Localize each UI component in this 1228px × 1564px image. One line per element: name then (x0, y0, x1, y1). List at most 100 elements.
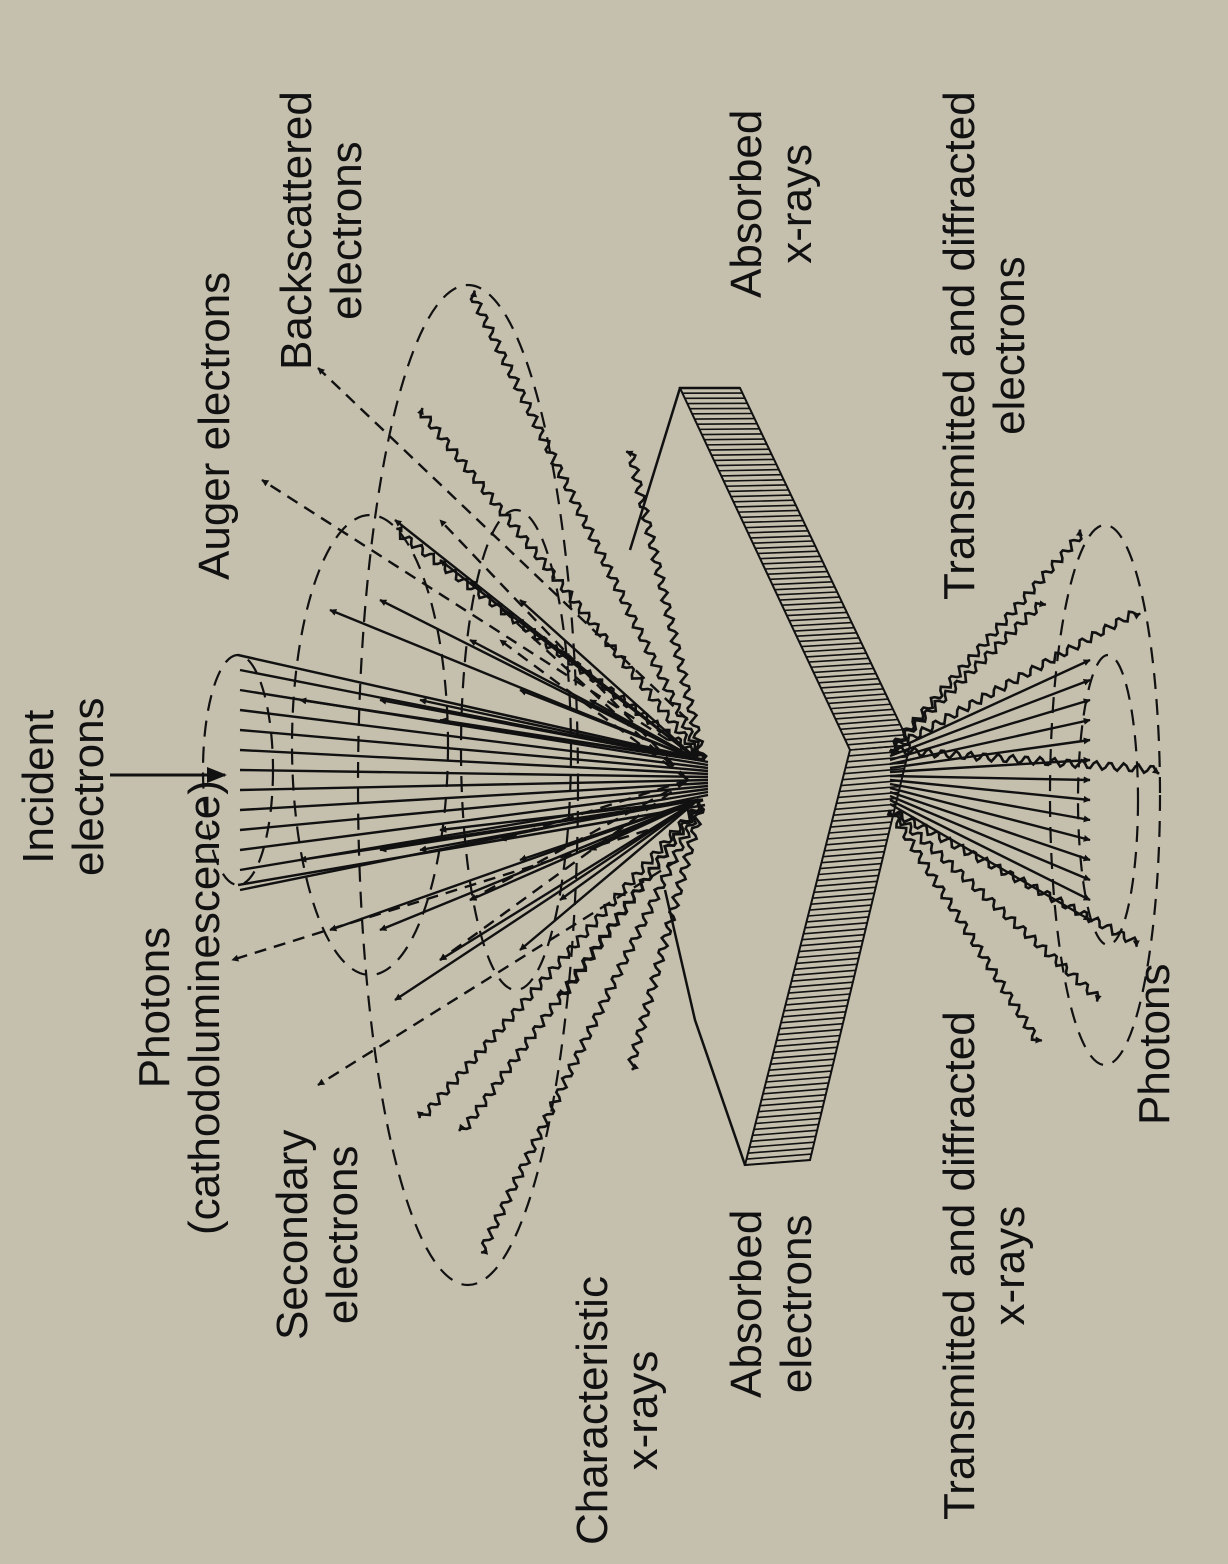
specimen-hatch (794, 628, 854, 631)
specimen-hatch (746, 526, 806, 528)
specimen-hatch (816, 674, 876, 678)
specimen-hatch (802, 935, 864, 940)
specimen-hatch (831, 822, 892, 827)
specimen-hatch (767, 572, 827, 575)
specimen-hatch (829, 828, 890, 833)
specimen-hatch (772, 582, 832, 585)
transmitted-xray (888, 810, 1042, 1041)
specimen-hatch (775, 1041, 839, 1046)
specimen-hatch (804, 648, 864, 652)
transmitted-electron-ray (890, 776, 1090, 780)
specimen-hatch (823, 689, 883, 693)
specimen-hatch (817, 875, 879, 880)
specimen-hatch (831, 704, 891, 708)
specimen-hatch (783, 1012, 846, 1017)
specimen-hatch (765, 567, 825, 570)
label-photons-cathodoluminescence: Photons (cathodoluminescence) (130, 780, 230, 1235)
specimen-hatch (763, 1089, 827, 1094)
specimen-hatch (726, 485, 786, 486)
specimen-hatch (704, 439, 764, 440)
characteristic-xray (471, 291, 705, 760)
specimen-hatch (789, 618, 849, 621)
specimen-hatch (835, 714, 895, 719)
specimen-hatch (814, 669, 874, 673)
specimen-hatch (743, 521, 803, 523)
specimen-hatch (811, 899, 873, 904)
specimen-hatch (792, 623, 852, 626)
specimen-hatch (837, 798, 898, 803)
specimen-hatch (820, 864, 881, 869)
specimen-hatch (753, 541, 813, 543)
specimen-hatch (765, 1083, 829, 1088)
specimen-hatch (780, 597, 840, 600)
specimen-hatch (843, 730, 903, 735)
specimen-hatch (823, 852, 884, 857)
specimen-hatch (748, 1148, 813, 1153)
specimen-hatch (798, 953, 861, 958)
auger-electron-ray (262, 480, 668, 740)
specimen-hatch (770, 577, 830, 580)
label-transmitted-diffracted-xrays: Transmitted and diffracted x-rays (935, 1011, 1035, 1520)
specimen-hatch (751, 1136, 816, 1141)
specimen-hatch (760, 556, 820, 558)
specimen-hatch (795, 964, 858, 969)
label-absorbed-xrays: Absorbed x-rays (722, 110, 822, 298)
label-incident-electrons: Incident electrons (14, 697, 114, 876)
specimen-hatch (755, 546, 815, 548)
specimen-hatch (771, 1059, 835, 1064)
specimen-hatch (699, 429, 759, 430)
label-secondary-electrons: Secondary electrons (268, 1130, 368, 1340)
specimen-hatch (787, 612, 847, 615)
specimen-hatch (756, 1119, 821, 1124)
absorbed-xrays-leader (630, 388, 740, 550)
specimen-hatch (721, 475, 781, 476)
specimen-hatch (745, 1160, 810, 1165)
specimen-hatch (772, 1053, 836, 1058)
specimen-hatch (758, 551, 818, 553)
specimen-hatch (731, 495, 791, 497)
specimen-hatch (763, 561, 823, 563)
incident-electron-ray (240, 780, 708, 790)
specimen-hatch (790, 982, 853, 987)
specimen-hatch (804, 929, 866, 934)
specimen-hatch (819, 870, 881, 875)
specimen-hatch (787, 994, 850, 999)
specimen-hatch (806, 653, 866, 657)
specimen-hatch (712, 454, 772, 455)
specimen-hatch (811, 663, 871, 667)
specimen-hatch (697, 424, 757, 425)
specimen-hatch (810, 905, 872, 910)
specimen-hatch (729, 490, 789, 491)
specimen-hatch (826, 694, 886, 698)
specimen-hatch (799, 947, 861, 952)
specimen-hatch (766, 1077, 830, 1082)
specimen-hatch (781, 1018, 844, 1023)
specimen-hatch (714, 459, 774, 460)
specimen-hatch (808, 911, 870, 916)
characteristic-xray (481, 800, 703, 1253)
specimen-hatch (796, 958, 859, 963)
specimen-hatch (789, 988, 852, 993)
specimen-hatch (769, 1065, 833, 1070)
absorbed-electrons-leader (665, 890, 745, 1165)
label-photons: Photons (1130, 964, 1180, 1125)
specimen-hatch (793, 970, 856, 975)
specimen-hatch (822, 858, 883, 863)
specimen-hatch (707, 444, 767, 445)
specimen-hatch (760, 1101, 824, 1106)
transmitted-electron-ray (890, 720, 1090, 764)
specimen-hatch (828, 834, 889, 839)
specimen-hatch (801, 643, 861, 647)
specimen-hatch (825, 846, 886, 851)
specimen-hatch (774, 1047, 838, 1052)
specimen-hatch (775, 587, 835, 590)
specimen-hatch (738, 510, 798, 512)
specimen-hatch (750, 536, 810, 538)
specimen-hatch (759, 1107, 823, 1112)
label-transmitted-diffracted-electrons: Transmitted and diffracted electrons (935, 91, 1035, 600)
specimen-hatch (814, 887, 876, 892)
specimen-hatch (733, 500, 793, 502)
specimen-hatch (797, 633, 857, 636)
label-auger-electrons: Auger electrons (190, 272, 240, 580)
